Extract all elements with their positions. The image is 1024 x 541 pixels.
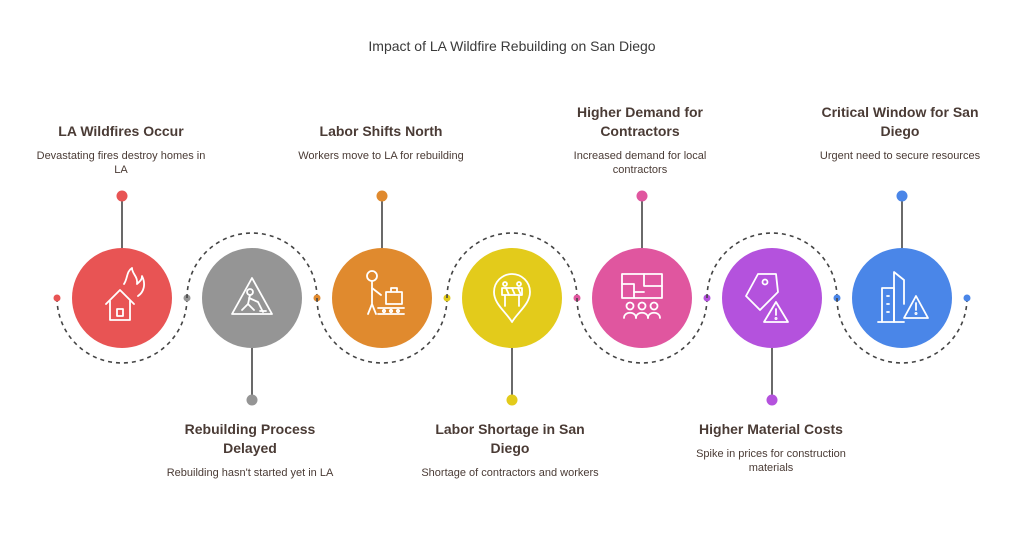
step-label-material-costs: Higher Material Costs Spike in prices fo… [681, 420, 861, 475]
junction-dot [963, 294, 971, 302]
step-description: Rebuilding hasn't started yet in LA [166, 467, 334, 479]
junction-dot [53, 294, 61, 302]
step-icons [105, 267, 929, 323]
step-description: Workers move to LA for rebuilding [298, 150, 464, 162]
step-label-wildfires: LA Wildfires Occur Devastating fires des… [31, 122, 211, 177]
stem-dot [376, 190, 388, 202]
step-label-labor-shifts: Labor Shifts North Workers move to LA fo… [291, 122, 471, 163]
step-circle [202, 248, 302, 348]
step-circles [72, 248, 952, 348]
step-title: Higher Material Costs [699, 421, 843, 437]
burning-house-icon [105, 267, 145, 321]
step-title: Rebuilding Process Delayed [184, 421, 316, 456]
page-title: Impact of LA Wildfire Rebuilding on San … [368, 38, 656, 54]
step-description: Devastating fires destroy homes in LA [36, 150, 206, 176]
blueprint-people-icon [621, 273, 663, 319]
step-description: Shortage of contractors and workers [421, 467, 599, 479]
step-title: LA Wildfires Occur [58, 123, 184, 139]
stem-dot [116, 190, 128, 202]
worker-luggage-conveyor-icon [366, 270, 405, 315]
step-description: Increased demand for local contractors [573, 150, 707, 176]
step-description: Spike in prices for construction materia… [696, 448, 846, 474]
location-roadblock-icon [493, 273, 531, 323]
construction-worker-sign-icon [231, 277, 273, 315]
step-title: Labor Shortage in San Diego [435, 421, 585, 456]
step-circle [852, 248, 952, 348]
step-title: Higher Demand for Contractors [576, 104, 703, 139]
step-label-critical-window: Critical Window for San Diego Urgent nee… [810, 103, 990, 163]
stem-dot [896, 190, 908, 202]
stem-dot [636, 190, 648, 202]
step-title: Labor Shifts North [319, 123, 443, 139]
step-description: Urgent need to secure resources [819, 150, 981, 162]
price-tag-warning-icon [745, 273, 789, 323]
buildings-warning-icon [877, 271, 929, 323]
stem-dot [246, 394, 258, 406]
step-circle [462, 248, 562, 348]
step-label-labor-shortage: Labor Shortage in San Diego Shortage of … [420, 420, 600, 480]
step-circle [72, 248, 172, 348]
step-title: Critical Window for San Diego [821, 104, 979, 139]
stem-dot [766, 394, 778, 406]
step-label-contractor-demand: Higher Demand for Contractors Increased … [550, 103, 730, 177]
stem-dot [506, 394, 518, 406]
step-circle [332, 248, 432, 348]
stems [116, 190, 908, 406]
step-label-rebuilding-delayed: Rebuilding Process Delayed Rebuilding ha… [160, 420, 340, 480]
connector-arcs [53, 232, 971, 364]
